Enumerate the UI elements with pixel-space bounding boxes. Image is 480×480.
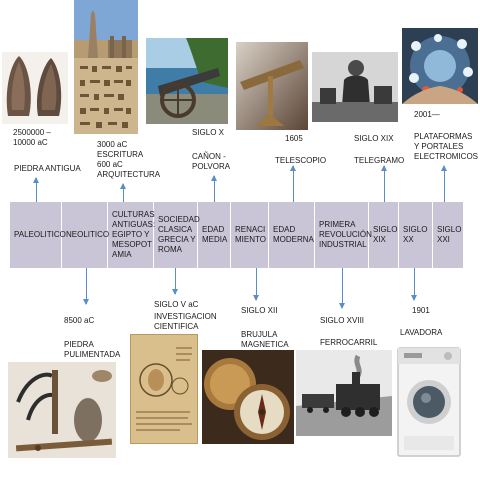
moderna-date: 1605 bbox=[285, 134, 303, 143]
arrow-down-xx bbox=[411, 268, 417, 301]
arrow-down-neolitico bbox=[83, 268, 89, 305]
arrow-up-xxi bbox=[441, 165, 447, 202]
segment-neolitico: NEOLITICO bbox=[62, 202, 109, 268]
segment-renacimiento: RENACI MIENTO bbox=[231, 202, 269, 268]
segment-siglo-xix: SIGLO XIX bbox=[369, 202, 399, 268]
neolitico-item: PIEDRA PULIMENTADA bbox=[64, 340, 121, 359]
segment-sociedad-clasica: SOCIEDAD CLASICA GRECIA Y ROMA bbox=[154, 202, 200, 268]
paleolitico-item: PIEDRA ANTIGUA bbox=[14, 164, 81, 173]
culturas-item-1: ESCRITURA bbox=[97, 150, 144, 159]
segment-edad-moderna: EDAD MODERNA bbox=[269, 202, 315, 268]
segment-paleolitico: PALEOLITICO bbox=[10, 202, 66, 268]
segment-culturas-antiguas: CULTURAS ANTIGUAS: EGIPTO Y MESOPOT AMIA bbox=[108, 202, 155, 268]
scientific-research-image bbox=[130, 334, 198, 444]
telegraph-image bbox=[312, 52, 398, 122]
culturas-date-2: 600 aC bbox=[97, 160, 123, 169]
edad-media-item: CAÑON - POLVORA bbox=[192, 152, 231, 171]
xxi-date: 2001— bbox=[414, 110, 440, 119]
segment-siglo-xx: SIGLO XX bbox=[399, 202, 433, 268]
industrial-item: FERROCARRIL bbox=[320, 338, 378, 347]
arrow-up-edad-media bbox=[211, 175, 217, 202]
egypt-writing-image bbox=[74, 0, 138, 134]
xxi-item: PLATAFORMAS Y PORTALES ELECTROMICOS bbox=[414, 132, 479, 161]
xx-date: 1901 bbox=[412, 306, 430, 315]
railway-image bbox=[296, 350, 392, 436]
segment-siglo-xxi: SIGLO XXI bbox=[437, 225, 462, 244]
moderna-item: TELESCOPIO bbox=[275, 156, 327, 165]
xix-item: TELEGRAMO bbox=[354, 156, 405, 165]
digital-platforms-image bbox=[402, 28, 478, 104]
timeline-bar: PALEOLITICO NEOLITICO CULTURAS ANTIGUAS:… bbox=[10, 202, 463, 268]
clasica-date: SIGLO V aC bbox=[154, 300, 199, 309]
compass-image bbox=[202, 350, 294, 444]
arrow-down-clasica bbox=[172, 268, 178, 295]
arrow-down-industrial bbox=[339, 268, 345, 309]
xix-date: SIGLO XIX bbox=[354, 134, 394, 143]
xx-item: LAVADORA bbox=[400, 328, 443, 337]
washing-machine-image bbox=[397, 347, 461, 457]
cannon-image bbox=[146, 38, 228, 124]
arrow-up-culturas bbox=[120, 183, 126, 202]
telescope-image bbox=[236, 42, 308, 130]
arrow-down-renacimiento bbox=[253, 268, 259, 301]
arrow-up-moderna bbox=[290, 165, 296, 202]
edad-media-date: SIGLO X bbox=[192, 128, 225, 137]
arrow-up-paleolitico bbox=[33, 177, 39, 202]
neolitico-date: 8500 aC bbox=[64, 316, 95, 325]
renacimiento-item: BRUJULA MAGNETICA bbox=[241, 330, 289, 349]
segment-revolucion-industrial: PRIMERA REVOLUCIÓN INDUSTRIAL bbox=[315, 202, 372, 268]
industrial-date: SIGLO XVIII bbox=[320, 316, 365, 325]
polished-stone-tools-image bbox=[8, 362, 116, 458]
renacimiento-date: SIGLO XII bbox=[241, 306, 278, 315]
paleolitico-date: 2500000 – 10000 aC bbox=[13, 128, 51, 147]
clasica-item: INVESTIGACION CIENTIFICA bbox=[154, 312, 217, 331]
culturas-item-2: ARQUITECTURA bbox=[97, 170, 161, 179]
culturas-date-1: 3000 aC bbox=[97, 140, 128, 149]
arrow-up-xix bbox=[381, 165, 387, 202]
stone-tools-image bbox=[2, 52, 68, 124]
segment-edad-media: EDAD MEDIA bbox=[198, 202, 231, 268]
